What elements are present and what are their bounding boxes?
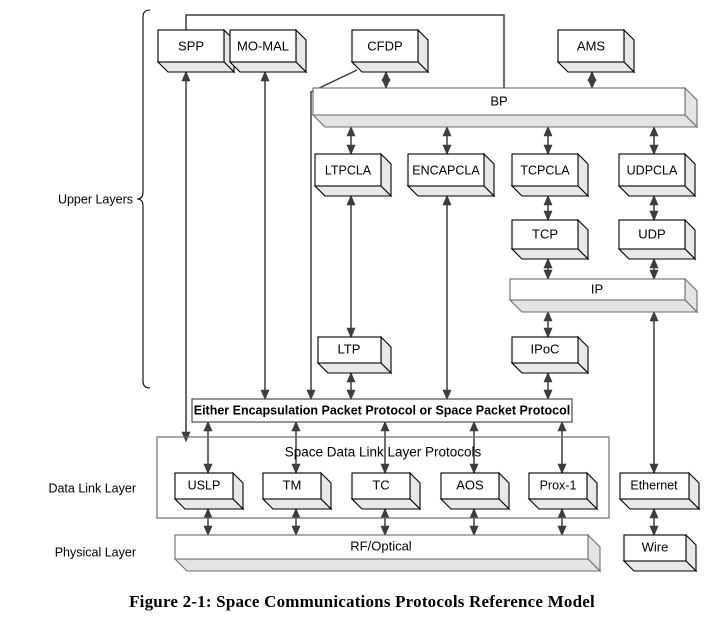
box-tcp[interactable]: TCP — [510, 218, 590, 261]
space-data-link-container-group: Space Data Link Layer Protocols — [156, 436, 610, 519]
encapsulation-bar-rect — [191, 398, 573, 423]
box-rf-optical[interactable]: RF/Optical — [173, 533, 602, 573]
box-encapcla[interactable]: ENCAPCLA — [406, 152, 496, 198]
box-label-wire: Wire — [642, 539, 669, 554]
box-label-ipoc: IPoC — [531, 341, 560, 356]
connector-layer — [181, 14, 659, 537]
box-tcpcla[interactable]: TCPCLA — [510, 152, 590, 198]
box-wire[interactable]: Wire — [622, 533, 698, 573]
box-label-encapsulation-bar: Either Encapsulation Packet Protocol or … — [194, 403, 571, 417]
box-spp[interactable]: SPP — [156, 28, 236, 74]
box-uslp[interactable]: USLP — [173, 471, 245, 511]
connector-spp-to-bp — [181, 14, 505, 88]
box-label-udp: UDP — [638, 226, 665, 241]
box-label-cfdp: CFDP — [367, 38, 402, 53]
box-label-uslp: USLP — [188, 478, 221, 492]
box-label-tcpcla: TCPCLA — [520, 163, 570, 177]
box-cfdp[interactable]: CFDP — [350, 28, 430, 74]
box-tm[interactable]: TM — [261, 471, 333, 511]
box-label-ltpcla: LTPCLA — [325, 163, 372, 177]
box-bp[interactable]: BP — [311, 86, 699, 129]
figure-caption: Figure 2-1: Space Communications Protoco… — [129, 592, 595, 611]
box-aos[interactable]: AOS — [439, 471, 511, 511]
space-data-link-container — [156, 436, 610, 519]
box-ethernet[interactable]: Ethernet — [618, 471, 701, 511]
box-label-bp: BP — [490, 93, 507, 108]
box-ipoc[interactable]: IPoC — [510, 335, 590, 375]
upper-layers-brace — [136, 9, 151, 389]
box-label-prox-1: Prox-1 — [540, 478, 577, 492]
box-label-aos: AOS — [456, 477, 484, 492]
box-prox-1[interactable]: Prox-1 — [527, 471, 599, 511]
box-ltpcla[interactable]: LTPCLA — [313, 152, 393, 198]
box-ams[interactable]: AMS — [556, 28, 636, 74]
box-label-tcp: TCP — [532, 226, 558, 241]
box-label-ethernet: Ethernet — [630, 478, 678, 492]
box-label-ams: AMS — [577, 38, 606, 53]
side-label-data-link-layer: Data Link Layer — [48, 481, 136, 495]
box-label-encapcla: ENCAPCLA — [412, 163, 480, 177]
upper-layers-brace-group: Upper Layers — [58, 9, 151, 389]
box-label-ltp: LTP — [338, 341, 361, 356]
box-udp[interactable]: UDP — [617, 218, 697, 261]
side-label-physical-layer: Physical Layer — [55, 545, 136, 559]
box-ip[interactable]: IP — [508, 277, 699, 314]
box-encapsulation-bar[interactable]: Either Encapsulation Packet Protocol or … — [191, 398, 573, 423]
box-ltp[interactable]: LTP — [316, 335, 393, 375]
box-label-mo-mal: MO-MAL — [237, 38, 289, 53]
box-label-udpcla: UDPCLA — [627, 163, 678, 177]
connector-cfdp-to-encapbar — [306, 69, 358, 401]
box-label-tm: TM — [283, 477, 302, 492]
space-data-link-group-label: Space Data Link Layer Protocols — [285, 445, 482, 460]
box-label-ip: IP — [591, 281, 603, 296]
box-udpcla[interactable]: UDPCLA — [617, 152, 697, 198]
box-label-tc: TC — [372, 477, 389, 492]
side-label-upper-layers: Upper Layers — [58, 192, 133, 206]
box-label-rf-optical: RF/Optical — [350, 538, 412, 553]
box-mo-mal[interactable]: MO-MAL — [228, 28, 308, 74]
box-label-spp: SPP — [178, 38, 204, 53]
box-tc[interactable]: TC — [350, 471, 422, 511]
